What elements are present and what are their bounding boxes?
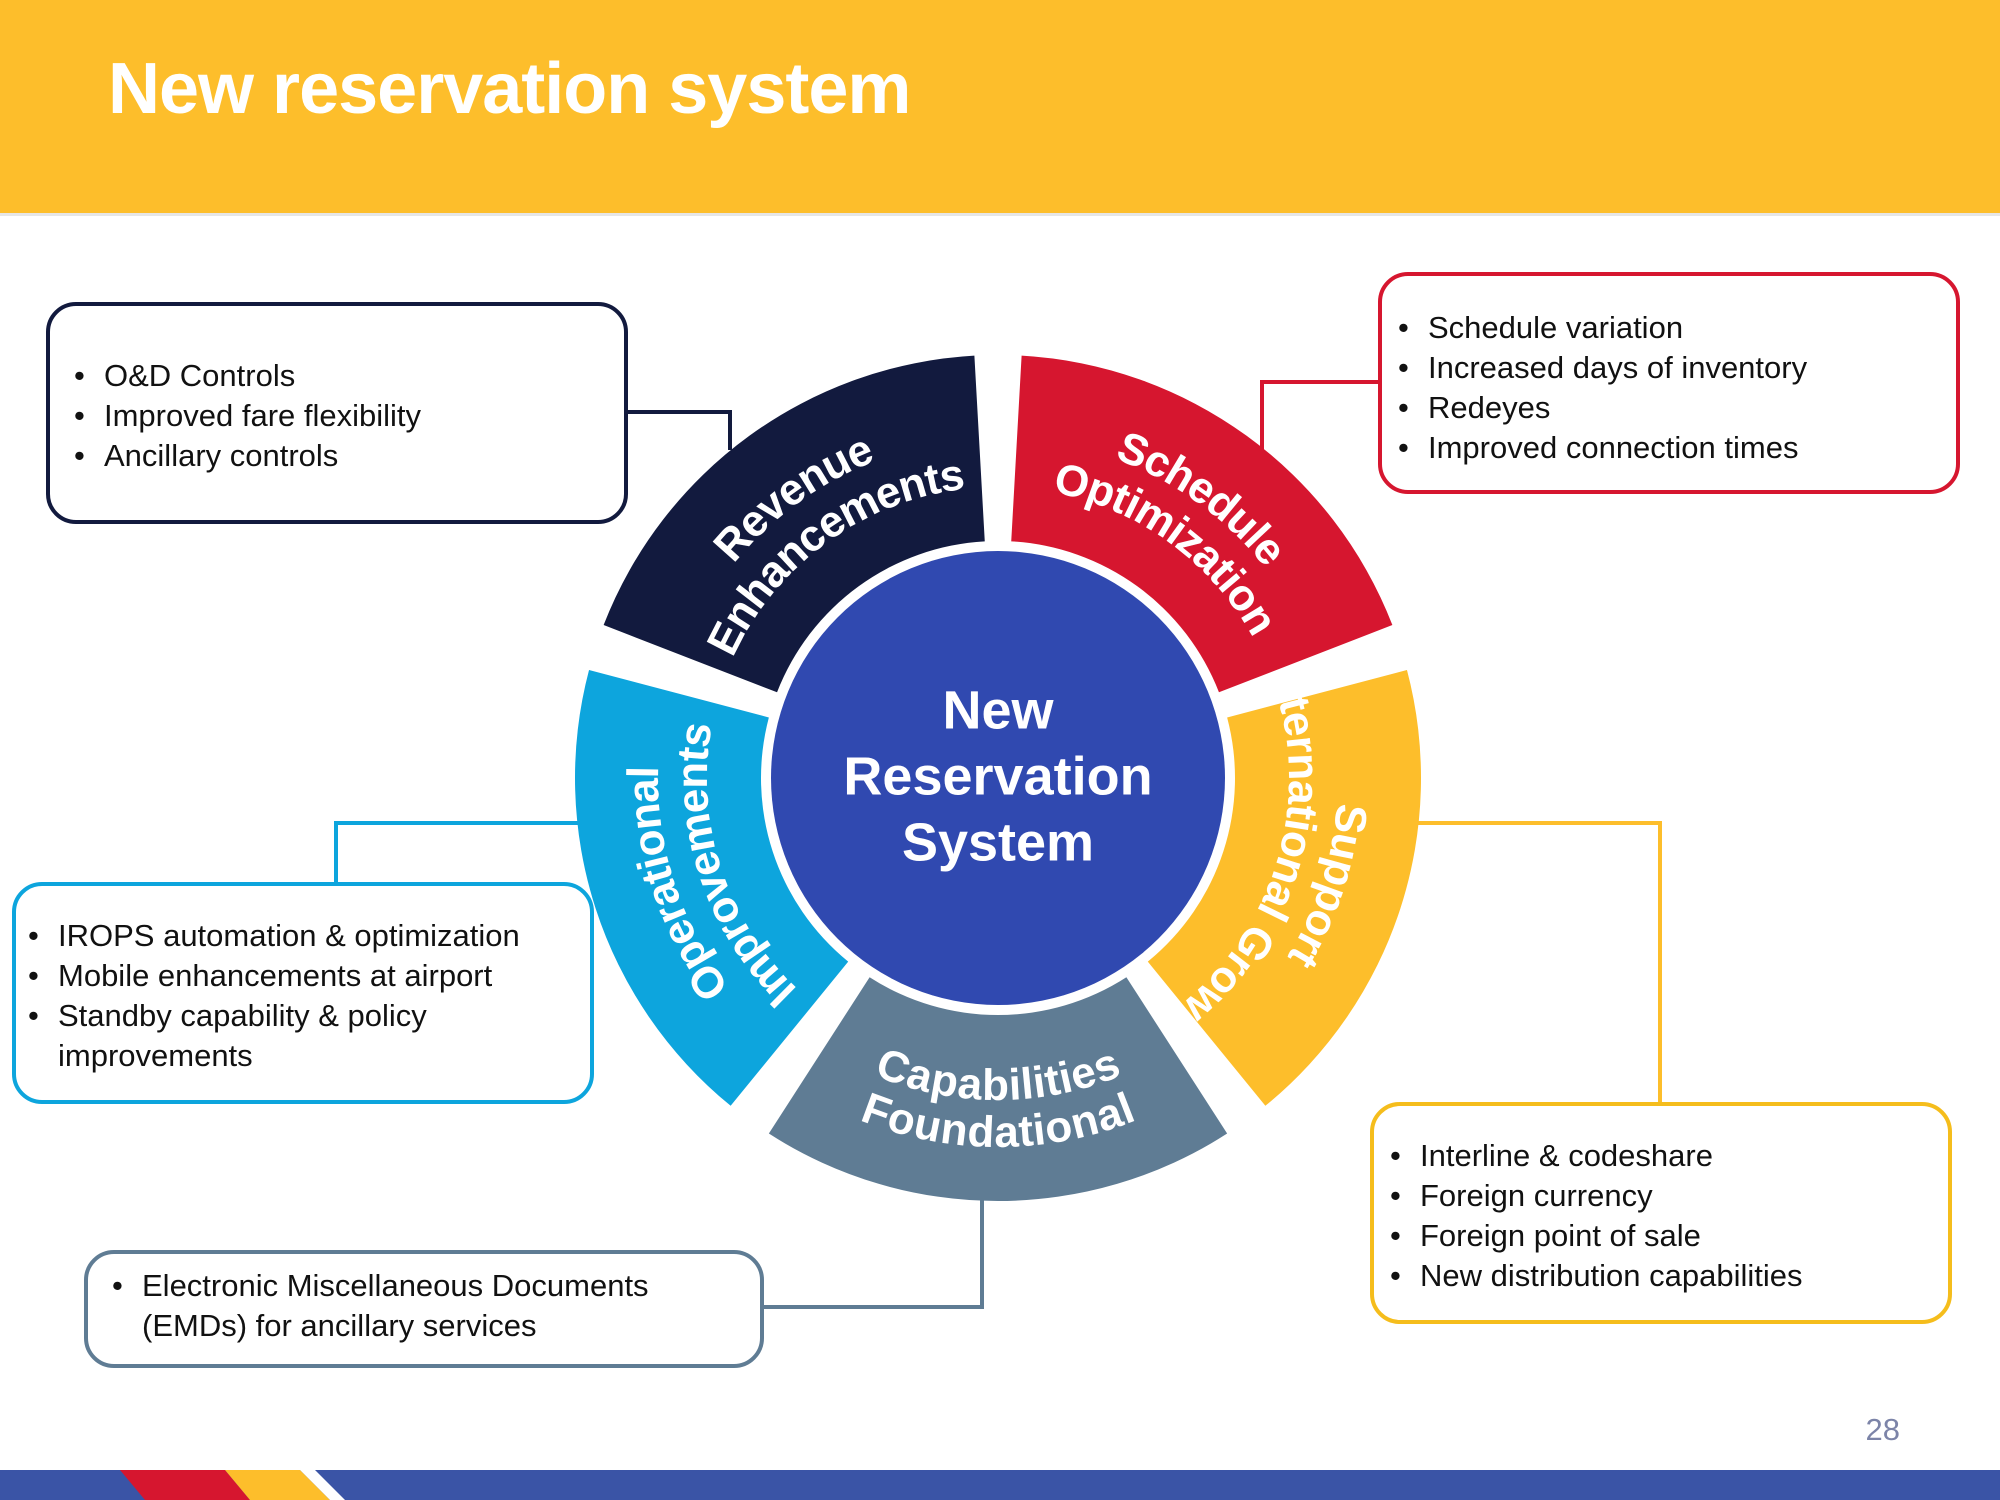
callout-revenue-item: Improved fare flexibility <box>72 396 604 436</box>
callout-schedule-item: Redeyes <box>1396 388 1936 428</box>
callout-operational-list: IROPS automation & optimization Mobile e… <box>26 916 570 1076</box>
page-title: New reservation system <box>108 49 911 129</box>
callout-foundational-item: Electronic Miscellaneous Documents (EMDs… <box>110 1266 742 1346</box>
segment-foundational <box>768 977 1228 1201</box>
footer-band <box>0 1470 2000 1500</box>
callout-revenue-list: O&D Controls Improved fare flexibility A… <box>72 356 604 476</box>
callout-schedule-item: Increased days of inventory <box>1396 348 1936 388</box>
callout-schedule-item: Schedule variation <box>1396 308 1936 348</box>
callout-schedule-list: Schedule variation Increased days of inv… <box>1396 308 1936 468</box>
callout-foundational-capabilities: Electronic Miscellaneous Documents (EMDs… <box>84 1250 764 1368</box>
callout-revenue-item: O&D Controls <box>72 356 604 396</box>
connector-foundational <box>764 1198 984 1309</box>
callout-international-list: Interline & codeshare Foreign currency F… <box>1388 1136 1928 1296</box>
footer-red-stripe <box>120 1470 250 1500</box>
segment-international <box>1147 669 1421 1106</box>
callout-foundational-list: Electronic Miscellaneous Documents (EMDs… <box>110 1266 740 1346</box>
callout-operational-item: IROPS automation & optimization <box>26 916 570 956</box>
segment-schedule <box>1011 355 1393 693</box>
header-banner: New reservation system <box>0 0 2000 216</box>
footer-stripe-graphic <box>120 1470 345 1500</box>
page-number: 28 <box>1865 1412 1900 1447</box>
callout-international-item: Foreign currency <box>1388 1176 1928 1216</box>
center-circle <box>771 551 1225 1005</box>
connector-operational <box>334 821 582 882</box>
callout-operational-improvements: IROPS automation & optimization Mobile e… <box>12 882 594 1104</box>
connector-revenue <box>628 410 732 450</box>
callout-international-item: Foreign point of sale <box>1388 1216 1928 1256</box>
segment-operational <box>574 669 849 1106</box>
connector-schedule <box>1260 380 1378 458</box>
callout-revenue-enhancements: O&D Controls Improved fare flexibility A… <box>46 302 628 524</box>
footer-white-stripe <box>300 1470 345 1500</box>
callout-operational-item: Standby capability & policy improvements <box>26 996 498 1076</box>
callout-operational-item: Mobile enhancements at airport <box>26 956 570 996</box>
footer-yellow-stripe <box>225 1470 330 1500</box>
center-label: Reservation <box>843 746 1152 806</box>
callout-international-item: New distribution capabilities <box>1388 1256 1928 1296</box>
center-label: New <box>942 680 1054 740</box>
callout-international-growth: Interline & codeshare Foreign currency F… <box>1370 1102 1952 1324</box>
center-label: System <box>902 812 1094 872</box>
connector-international <box>1414 821 1662 1102</box>
callout-schedule-optimization: Schedule variation Increased days of inv… <box>1378 272 1960 494</box>
segment-revenue <box>603 355 985 693</box>
callout-international-item: Interline & codeshare <box>1388 1136 1928 1176</box>
callout-revenue-item: Ancillary controls <box>72 436 604 476</box>
callout-schedule-item: Improved connection times <box>1396 428 1936 468</box>
